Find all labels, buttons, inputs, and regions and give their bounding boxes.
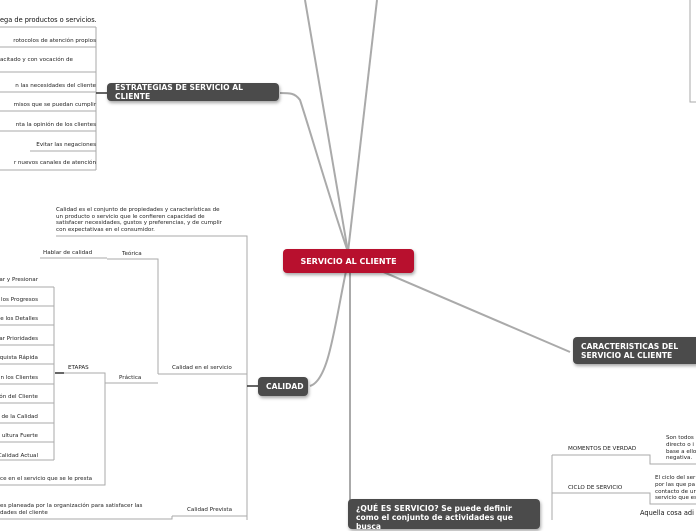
- strategy-item[interactable]: ega de productos o servicios.: [0, 16, 97, 24]
- hablar-calidad[interactable]: Hablar de calidad: [43, 250, 93, 256]
- prevista-text-2: dades del cliente: [0, 510, 48, 516]
- etapa-item[interactable]: n los Clientes: [0, 375, 38, 381]
- etapa-item[interactable]: ultura Fuerte: [1, 433, 38, 439]
- caracteristicas-node[interactable]: CARACTERISTICAS DEL SERVICIO AL CLIENTE: [573, 337, 696, 364]
- ciclo-text[interactable]: El ciclo del ser por las que pa contacto…: [655, 475, 696, 502]
- etapa-item[interactable]: ar Prioridades: [0, 336, 38, 342]
- momentos-text[interactable]: Son todos directo o i base a ello negati…: [666, 435, 696, 462]
- strategy-item[interactable]: acitado y con vocación de: [0, 57, 73, 63]
- strategy-item[interactable]: misos que se puedan cumplir: [13, 102, 96, 108]
- teorica[interactable]: Teórica: [122, 251, 142, 257]
- practica[interactable]: Práctica: [119, 375, 142, 381]
- etapa-item[interactable]: quista Rápida: [0, 355, 38, 361]
- calidad-prevista[interactable]: Calidad Prevista: [187, 507, 233, 513]
- etapa-item[interactable]: los Progresos: [1, 297, 38, 303]
- prevista-text[interactable]: es planeada por la organización para sat…: [0, 503, 143, 509]
- strategy-item[interactable]: nta la opinión de los clientes: [15, 122, 96, 128]
- etapa-item[interactable]: ón del Cliente: [0, 394, 38, 400]
- strategy-item[interactable]: n las necesidades del cliente: [15, 83, 96, 89]
- strategy-item[interactable]: Evitar las negaciones: [36, 142, 96, 148]
- calidad-en-servicio[interactable]: Calidad en el servicio: [172, 365, 232, 371]
- etapa-item[interactable]: de la Calidad: [1, 414, 38, 420]
- strategies-node[interactable]: ESTRATEGIAS DE SERVICIO AL CLIENTE: [107, 83, 279, 101]
- central-node[interactable]: SERVICIO AL CLIENTE: [283, 249, 414, 273]
- connector-lines: [0, 0, 696, 520]
- etapa-item[interactable]: ar y Presionar: [0, 277, 38, 283]
- ciclo-de-servicio[interactable]: CICLO DE SERVICIO: [568, 485, 623, 491]
- calidad-node[interactable]: CALIDAD: [258, 377, 308, 396]
- momentos-de-verdad[interactable]: MOMENTOS DE VERDAD: [568, 446, 637, 452]
- strategy-item[interactable]: r nuevos canales de atención: [13, 160, 96, 166]
- calidad-percibida[interactable]: ce en el servicio que se le presta: [0, 476, 93, 482]
- etapas[interactable]: ETAPAS: [68, 365, 89, 371]
- aquella-text[interactable]: Aquella cosa adi: [640, 509, 694, 517]
- strategy-item[interactable]: rotocolos de atención propios: [13, 38, 96, 44]
- etapa-item[interactable]: e los Detalles: [0, 316, 38, 322]
- calidad-definition[interactable]: Calidad es el conjunto de propiedades y …: [56, 207, 222, 233]
- etapa-item[interactable]: Calidad Actual: [0, 453, 38, 459]
- que-es-node[interactable]: ¿QUÉ ES SERVICIO? Se puede definir como …: [348, 499, 540, 531]
